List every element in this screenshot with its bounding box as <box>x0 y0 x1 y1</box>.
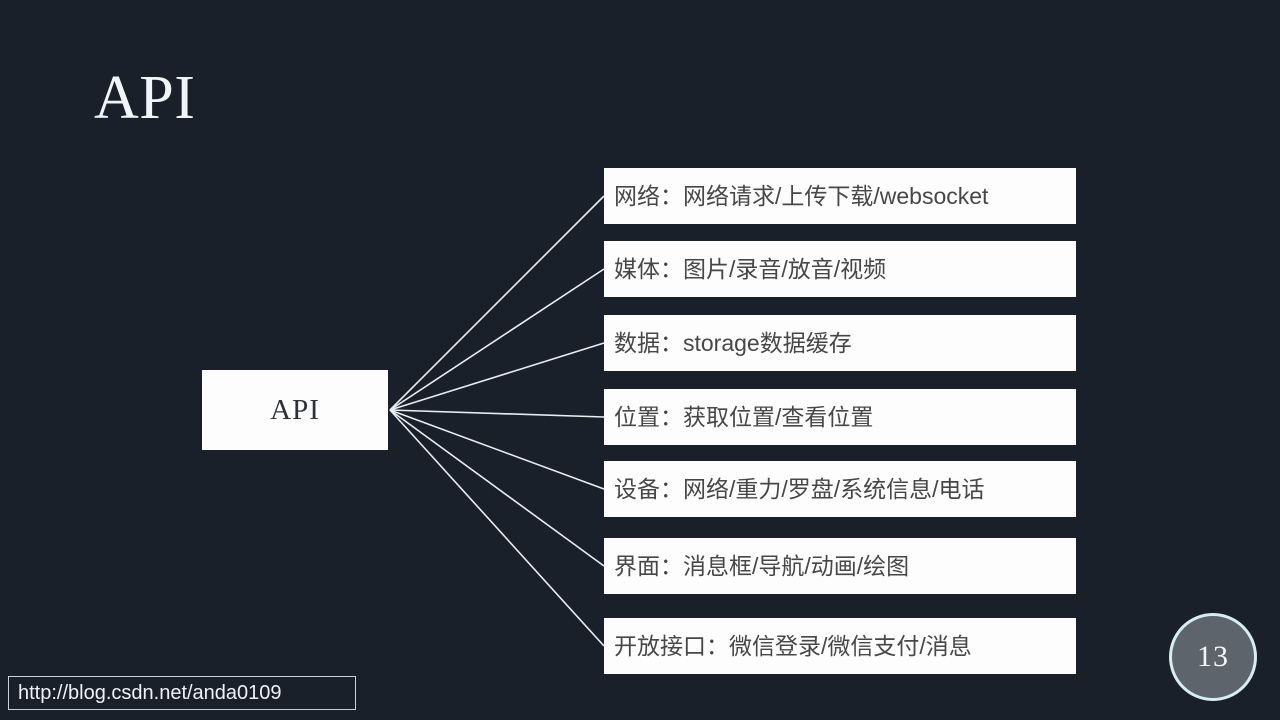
connector-line-4 <box>389 409 605 490</box>
item-label: 数据：storage数据缓存 <box>614 330 852 356</box>
item-label: 网络：网络请求/上传下载/websocket <box>614 183 989 209</box>
connector-line-6 <box>389 409 605 647</box>
item-box-device[interactable]: 设备：网络/重力/罗盘/系统信息/电话 <box>604 461 1076 517</box>
item-label: 设备：网络/重力/罗盘/系统信息/电话 <box>614 476 985 502</box>
page-number-badge: 13 <box>1169 613 1257 701</box>
page-number-label: 13 <box>1197 640 1229 673</box>
watermark-box: http://blog.csdn.net/anda0109 <box>8 676 356 710</box>
item-box-network[interactable]: 网络：网络请求/上传下载/websocket <box>604 168 1076 224</box>
item-box-media[interactable]: 媒体：图片/录音/放音/视频 <box>604 241 1076 297</box>
connector-line-5 <box>389 409 605 567</box>
item-label: 界面：消息框/导航/动画/绘图 <box>614 553 910 579</box>
page-title: API <box>94 64 196 132</box>
item-label: 位置：获取位置/查看位置 <box>614 404 874 430</box>
item-box-open-api[interactable]: 开放接口：微信登录/微信支付/消息 <box>604 618 1076 674</box>
connector-line-0 <box>389 195 605 411</box>
item-box-interface[interactable]: 界面：消息框/导航/动画/绘图 <box>604 538 1076 594</box>
item-box-location[interactable]: 位置：获取位置/查看位置 <box>604 389 1076 445</box>
watermark-url: http://blog.csdn.net/anda0109 <box>18 682 282 704</box>
center-node-api[interactable]: API <box>202 370 388 450</box>
center-node-label: API <box>270 393 320 426</box>
connector-line-3 <box>389 409 605 418</box>
item-label: 开放接口：微信登录/微信支付/消息 <box>614 633 972 659</box>
item-box-data[interactable]: 数据：storage数据缓存 <box>604 315 1076 371</box>
item-label: 媒体：图片/录音/放音/视频 <box>614 256 887 282</box>
connector-line-1 <box>389 268 605 411</box>
connector-line-2 <box>389 342 605 411</box>
